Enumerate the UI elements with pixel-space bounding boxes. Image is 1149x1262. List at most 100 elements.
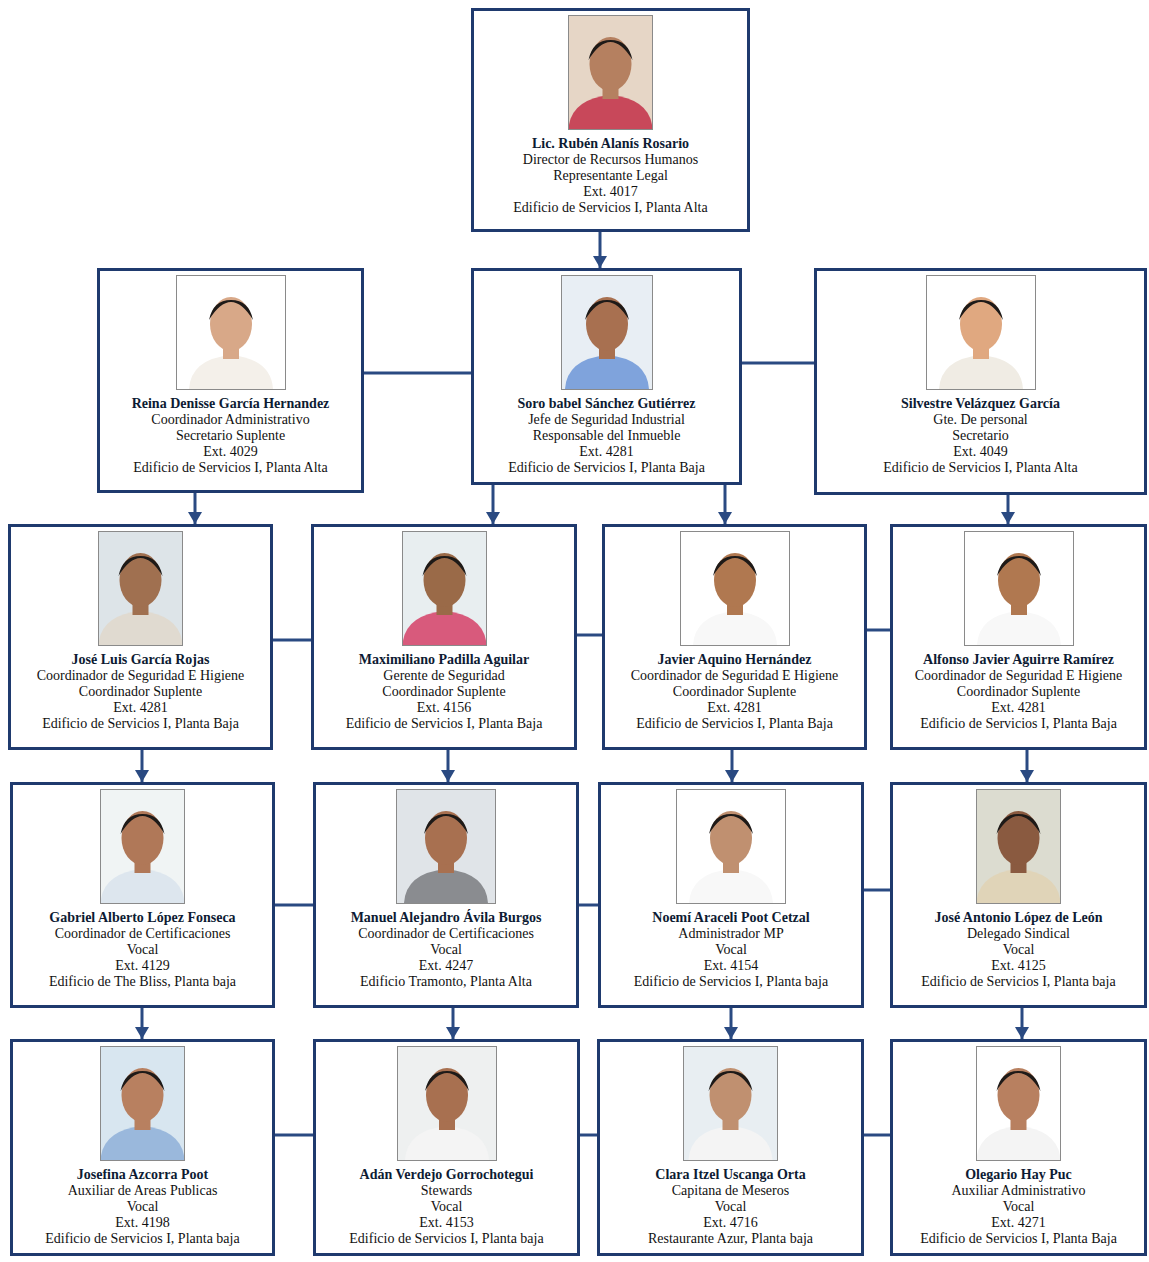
person-detail: Ext. 4156 xyxy=(318,700,570,716)
connector xyxy=(452,1008,455,1039)
portrait-figure xyxy=(965,532,1073,645)
person-detail: Ext. 4017 xyxy=(478,184,743,200)
person-detail: Vocal xyxy=(897,942,1140,958)
person-box: Silvestre Velázquez GarcíaGte. De person… xyxy=(814,268,1147,495)
person-name: Manuel Alejandro Ávila Burgos xyxy=(320,910,572,926)
shoulders xyxy=(569,95,652,129)
person-box: Olegario Hay PucAuxiliar AdministrativoV… xyxy=(890,1039,1147,1256)
person-name: Gabriel Alberto López Fonseca xyxy=(17,910,268,926)
hair xyxy=(121,1071,165,1091)
connector xyxy=(1026,750,1029,782)
portrait-figure xyxy=(99,532,182,645)
person-detail: Edificio de Servicios I, Planta Baja xyxy=(897,716,1140,732)
hair xyxy=(709,1071,753,1091)
shoulders xyxy=(939,355,1023,389)
hair xyxy=(424,814,468,834)
connector xyxy=(364,372,471,375)
person-detail: Vocal xyxy=(897,1199,1140,1215)
connector xyxy=(864,889,890,892)
person-detail: Ext. 4281 xyxy=(478,444,735,460)
portrait-photo xyxy=(397,1046,497,1161)
portrait-figure xyxy=(398,1047,496,1160)
hair xyxy=(997,814,1041,834)
portrait-figure xyxy=(977,1047,1060,1160)
person-detail: Ext. 4049 xyxy=(821,444,1140,460)
person-name: José Luis García Rojas xyxy=(15,652,266,668)
person-detail: Representante Legal xyxy=(478,168,743,184)
person-detail: Gerente de Seguridad xyxy=(318,668,570,684)
person-detail: Secretario Suplente xyxy=(104,428,357,444)
portrait-photo xyxy=(568,15,653,130)
portrait-photo xyxy=(680,531,790,646)
portrait-figure xyxy=(562,276,652,389)
person-detail: Coordinador Suplente xyxy=(897,684,1140,700)
person-detail: Edificio de Servicios I, Planta Alta xyxy=(104,460,357,476)
person-detail: Director de Recursos Humanos xyxy=(478,152,743,168)
hair xyxy=(997,1071,1041,1091)
person-detail: Edificio de Servicios I, Planta baja xyxy=(320,1231,573,1247)
hair xyxy=(119,556,163,576)
person-detail: Ext. 4281 xyxy=(609,700,860,716)
person-detail: Vocal xyxy=(320,1199,573,1215)
portrait-photo xyxy=(561,275,653,390)
hair xyxy=(121,814,165,834)
portrait-photo xyxy=(676,789,786,904)
person-detail: Edificio de Servicios I, Planta Alta xyxy=(478,200,743,216)
hair xyxy=(589,40,633,60)
connector xyxy=(275,904,313,907)
person-name: Soro babel Sánchez Gutiérrez xyxy=(478,396,735,412)
connector xyxy=(579,904,598,907)
person-box: José Antonio López de LeónDelegado Sindi… xyxy=(890,782,1147,1008)
shoulders xyxy=(404,869,488,903)
person-box: Adán Verdejo GorrochoteguiStewardsVocalE… xyxy=(313,1039,580,1256)
person-name: Adán Verdejo Gorrochotegui xyxy=(320,1167,573,1183)
face xyxy=(998,553,1040,607)
person-detail: Auxiliar de Areas Publicas xyxy=(17,1183,268,1199)
person-box: Gabriel Alberto López FonsecaCoordinador… xyxy=(10,782,275,1008)
person-box: Josefina Azcorra PootAuxiliar de Areas P… xyxy=(10,1039,275,1256)
connector xyxy=(194,493,197,524)
person-detail: Ext. 4281 xyxy=(15,700,266,716)
person-box: Javier Aquino HernándezCoordinador de Se… xyxy=(602,524,867,750)
portrait-figure xyxy=(977,790,1060,903)
connector xyxy=(580,1134,597,1137)
person-detail: Vocal xyxy=(605,942,857,958)
shoulders xyxy=(693,611,777,645)
face xyxy=(122,1068,164,1122)
person-detail: Coordinador de Seguridad E Higiene xyxy=(897,668,1140,684)
person-box: Reina Denisse García HernandezCoordinado… xyxy=(97,268,364,493)
person-name: Josefina Azcorra Poot xyxy=(17,1167,268,1183)
portrait-photo xyxy=(683,1046,778,1161)
person-name: Olegario Hay Puc xyxy=(897,1167,1140,1183)
person-name: Noemí Araceli Poot Cetzal xyxy=(605,910,857,926)
person-detail: Ext. 4029 xyxy=(104,444,357,460)
shoulders xyxy=(405,1126,489,1160)
person-detail: Capitana de Meseros xyxy=(604,1183,857,1199)
face xyxy=(710,811,752,865)
connector xyxy=(1021,1008,1024,1039)
portrait-photo xyxy=(926,275,1036,390)
shoulders xyxy=(977,869,1060,903)
person-detail: Coordinador de Certificaciones xyxy=(320,926,572,942)
person-detail: Coordinador Suplente xyxy=(15,684,266,700)
person-box: Lic. Rubén Alanís RosarioDirector de Rec… xyxy=(471,8,750,232)
person-box: Soro babel Sánchez GutiérrezJefe de Segu… xyxy=(471,268,742,485)
person-detail: Coordinador de Certificaciones xyxy=(17,926,268,942)
person-detail: Coordinador Suplente xyxy=(318,684,570,700)
hair xyxy=(709,814,753,834)
person-detail: Edificio de Servicios I, Planta Baja xyxy=(897,1231,1140,1247)
connector xyxy=(447,750,450,782)
face xyxy=(590,37,632,91)
person-name: Alfonso Javier Aguirre Ramírez xyxy=(897,652,1140,668)
connector xyxy=(1007,495,1010,524)
person-box: Clara Itzel Uscanga OrtaCapitana de Mese… xyxy=(597,1039,864,1256)
person-name: Maximiliano Padilla Aguilar xyxy=(318,652,570,668)
person-box: Alfonso Javier Aguirre RamírezCoordinado… xyxy=(890,524,1147,750)
hair xyxy=(209,300,253,320)
person-detail: Restaurante Azur, Planta baja xyxy=(604,1231,857,1247)
face xyxy=(960,297,1002,351)
connector xyxy=(731,750,734,782)
person-box: Manuel Alejandro Ávila BurgosCoordinador… xyxy=(313,782,579,1008)
portrait-figure xyxy=(397,790,495,903)
